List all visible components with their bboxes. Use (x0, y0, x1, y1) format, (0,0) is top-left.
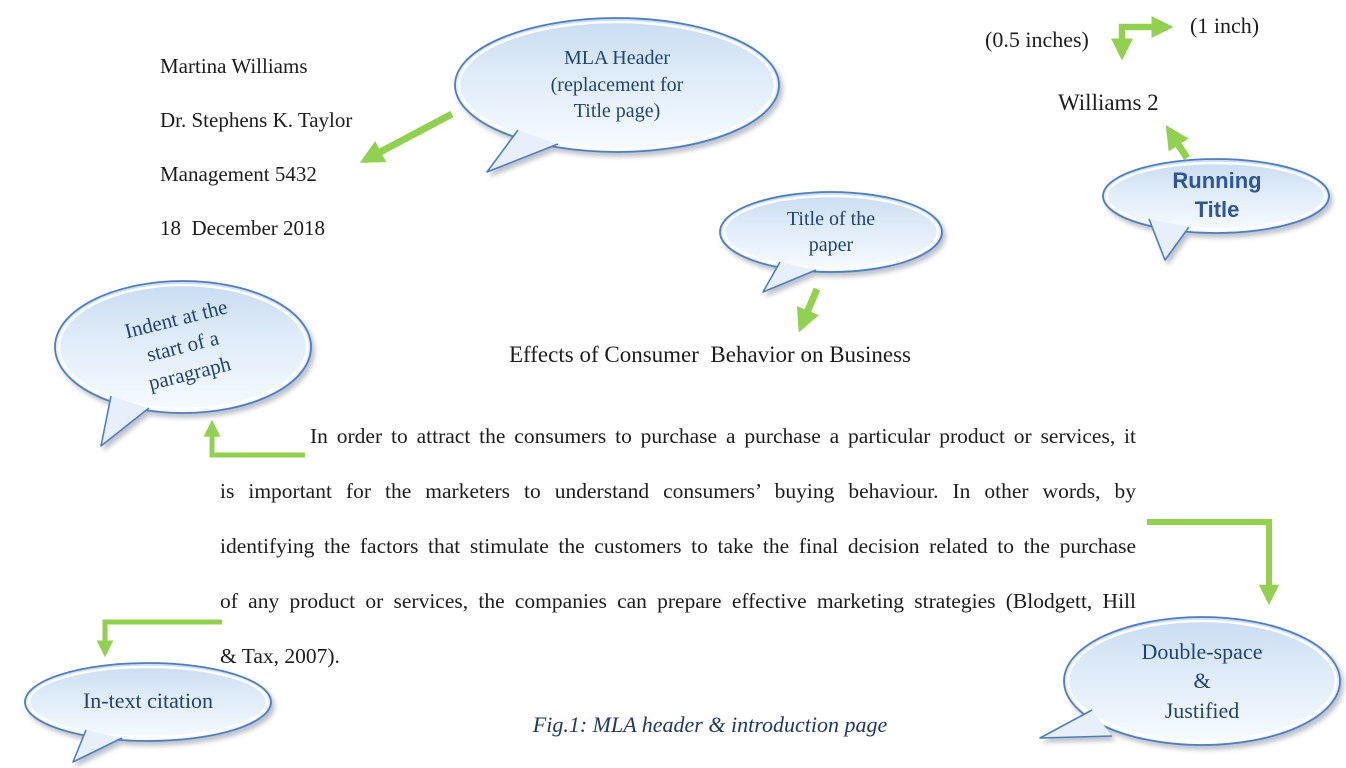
arrow-to-mla-header-icon (359, 110, 454, 164)
mla-header-course-line: Management 5432 (160, 162, 317, 186)
running-head: Williams 2 (1058, 90, 1159, 115)
paper-title: Effects of Consumer Behavior on Business (508, 342, 912, 367)
callout-text-line: MLA Header (563, 47, 671, 70)
speech-bubble-icon (1039, 616, 1341, 746)
margin-one-inch-label: (1 inch) (1190, 13, 1260, 38)
figure-caption: Fig.1: MLA header & introduction page (532, 712, 888, 737)
speech-bubble-icon (719, 191, 943, 293)
callout-double-space: Double-space & Justified (1036, 610, 1344, 760)
speech-bubble-icon (24, 662, 272, 763)
callout-text-line: (replacement for (550, 73, 684, 96)
callout-running-title: Running Title (1101, 157, 1334, 269)
mla-header-name-line: Martina Williams (160, 54, 308, 78)
callout-text-line: & (1193, 668, 1211, 694)
mla-header-professor-line: Dr. Stephens K. Taylor (160, 108, 353, 132)
paragraph-line: identifying the factors that stimulate t… (220, 534, 1136, 558)
callout-text-line: Justified (1164, 697, 1240, 723)
callout-text-line: In-text citation (82, 688, 214, 714)
margin-half-inch-label: (0.5 inches) (985, 27, 1089, 52)
paragraph-line: of any product or services, the companie… (220, 589, 1136, 613)
paragraph-line: & Tax, 2007). (220, 644, 340, 668)
paragraph-line: In order to attract the consumers to pur… (310, 424, 1136, 448)
callout-indent: Indent at the start of a paragraph (53, 278, 319, 456)
speech-bubble-icon (54, 280, 312, 447)
arrow-citation-elbow-icon (96, 619, 222, 658)
callout-title-of-paper: Title of the paper (718, 190, 948, 308)
callout-mla-header: MLA Header (replacement for Title page) (452, 14, 787, 184)
speech-bubble-icon (1102, 158, 1330, 261)
callout-text-line: Double-space (1141, 639, 1263, 665)
paragraph-line: is important for the marketers to unders… (220, 479, 1136, 503)
callout-text-line: Title page) (573, 100, 661, 123)
mla-header-date-line: 18 December 2018 (160, 216, 326, 240)
callout-text-line: paper (808, 234, 854, 256)
callout-text-line: Title of the (786, 207, 876, 230)
callout-text-line: Running (1172, 167, 1262, 193)
arrow-double-space-elbow-icon (1147, 519, 1280, 606)
callout-text-line: Title (1194, 197, 1240, 222)
callout-in-text-citation: In-text citation (22, 660, 278, 768)
arrow-to-running-head-icon (1165, 124, 1190, 160)
introduction-paragraph: In order to attract the consumers to pur… (220, 409, 1136, 684)
speech-bubble-icon (454, 17, 780, 173)
